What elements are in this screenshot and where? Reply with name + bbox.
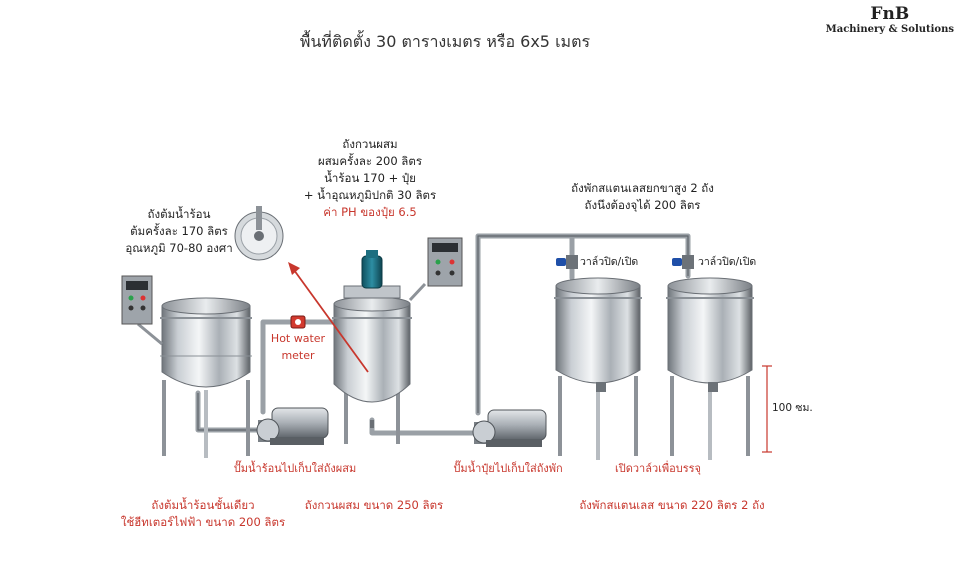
- fill-note: เปิดวาล์วเพื่อบรรจุ: [588, 460, 728, 477]
- hot-water-tank-caption: ถังต้มน้ำร้อนชั้นเดียว ใช้ฮีทเตอร์ไฟฟ้า …: [108, 497, 298, 531]
- mixing-tank-label: ถังกวนผสม ผสมครั้งละ 200 ลิตร น้ำร้อน 17…: [295, 136, 445, 221]
- valve-label-2: วาล์วปิด/เปิด: [698, 254, 756, 271]
- valve-1: [556, 255, 578, 269]
- ph-note: ค่า PH ของปุ๋ย 6.5: [295, 204, 445, 221]
- valve-label-1: วาล์วปิด/เปิด: [580, 254, 638, 271]
- pipe-mixer-outlet: [372, 420, 475, 433]
- fertilizer-pump-label: ปั๊มน้ำปุ๋ยไปเก็บใส่ถังพัก: [428, 460, 588, 477]
- fertilizer-pump: [473, 410, 546, 447]
- hot-water-tank-label: ถังต้มน้ำร้อน ต้มครั้งละ 170 ลิตร อุณหภู…: [104, 206, 254, 257]
- hot-water-pump: [257, 408, 328, 445]
- hot-water-pump-label: ปั๊มน้ำร้อนไปเก็บใส่ถังผสม: [210, 460, 380, 477]
- mixing-tank-caption: ถังกวนผสม ขนาด 250 ลิตร: [294, 497, 454, 514]
- mixer-motor: [362, 256, 382, 288]
- height-label: 100 ซม.: [772, 400, 813, 417]
- height-dimension: [762, 366, 772, 452]
- storage-tank-2: [666, 278, 754, 460]
- storage-tanks-label: ถังพักสแตนเลสยกขาสูง 2 ถัง ถังนึงต้องจุไ…: [560, 180, 725, 214]
- mixing-tank: [332, 238, 462, 444]
- storage-tanks-caption: ถังพักสแตนเลส ขนาด 220 ลิตร 2 ถัง: [572, 497, 772, 514]
- valve-2: [672, 255, 694, 269]
- storage-tank-1: [554, 278, 642, 460]
- hot-water-meter-label: Hot water meter: [268, 330, 328, 364]
